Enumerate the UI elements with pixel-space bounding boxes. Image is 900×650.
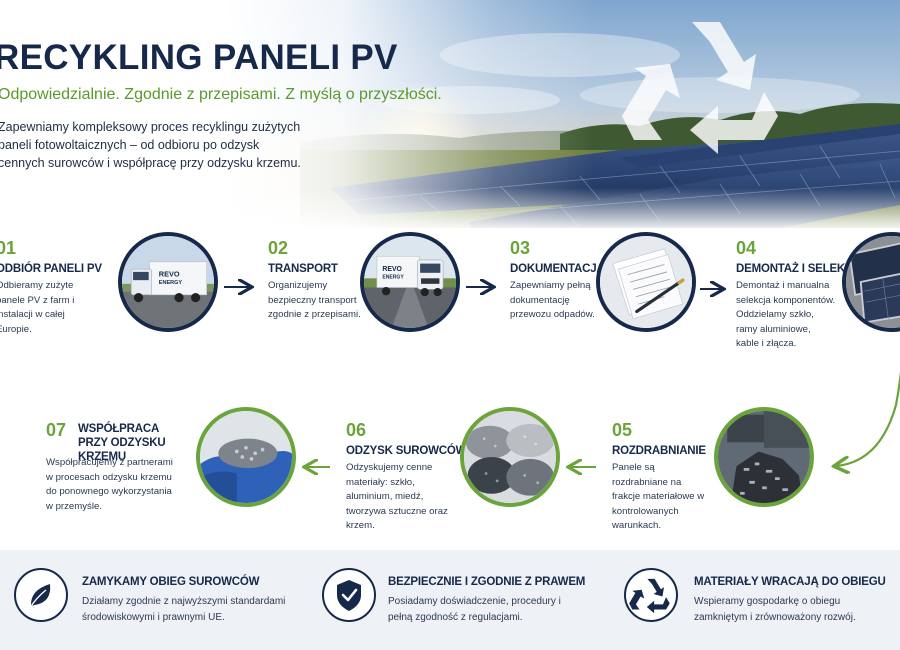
step-06-title: ODZYSK SUROWCÓW — [346, 445, 467, 457]
step-03-documents-image — [596, 232, 696, 332]
step-01-number: 01 — [0, 238, 17, 258]
footer-item-2-text: Posiadamy doświadczenie, procedury i peł… — [388, 596, 561, 623]
footer-item-1-title: ZAMYKAMY OBIEG SUROWCÓW — [82, 576, 260, 588]
truck2-brand-line2: ENERGY — [382, 274, 404, 280]
step-07-silicon-gloved-hand-image — [196, 407, 296, 507]
step-07-number: 07 — [46, 420, 67, 440]
step-03-title: DOKUMENTACJA — [510, 263, 605, 275]
step-06-text: Odzyskujemy cenne materiały: szkło, alum… — [346, 462, 448, 531]
step-02-text: Organizujemy bezpieczny transport zgodni… — [268, 280, 361, 320]
step-06-recovered-materials-image — [460, 407, 560, 507]
step-03-number: 03 — [510, 238, 531, 258]
step-02-number: 02 — [268, 238, 289, 258]
arrow-04-05-curve — [836, 235, 900, 466]
step-05-title: ROZDRABNIANIE — [612, 445, 706, 457]
truck2-brand-line1: REVO — [382, 266, 402, 273]
step-05-shredder-image — [714, 407, 814, 507]
shield-check-icon — [322, 568, 376, 622]
step-07-title: WSPÓŁPRACA PRZY ODZYSKU KRZEMU — [78, 423, 166, 463]
process-connectors — [224, 235, 900, 550]
truck-brand-line2: ENERGY — [159, 280, 183, 286]
step-04-number: 04 — [736, 238, 757, 258]
step-01-truck-image: REVO ENERGY — [118, 232, 218, 332]
step-02-title: TRANSPORT — [268, 263, 338, 275]
page-title: RECYKLING PANELI PV — [0, 38, 398, 77]
leaf-icon — [14, 568, 68, 622]
footer-item-2-title: BEZPIECZNIE I ZGODNIE Z PRAWEM — [388, 576, 586, 588]
footer-item-1-text: Działamy zgodnie z najwyższymi standarda… — [82, 596, 286, 623]
step-06-number: 06 — [346, 420, 367, 440]
recycle-icon — [624, 568, 678, 622]
footer-item-3-text: Wspieramy gospodarkę o obiegu zamkniętym… — [694, 596, 856, 623]
intro-paragraph: Zapewniamy kompleksowy proces recyklingu… — [0, 120, 301, 170]
step-05-text: Panele są rozdrabniane na frakcje materi… — [612, 462, 705, 531]
footer-item-3-title: MATERIAŁY WRACAJĄ DO OBIEGU — [694, 576, 886, 588]
hero-bottom-fade-overlay — [0, 188, 900, 232]
step-07-text: Współpracujemy z partnerami w procesach … — [46, 457, 173, 512]
page-subtitle: Odpowiedzialnie. Zgodnie z przepisami. Z… — [0, 86, 442, 103]
step-01-title: ODBIÓR PANELI PV — [0, 263, 102, 275]
step-03-text: Zapewniamy pełną dokumentację przewozu o… — [510, 280, 595, 320]
step-02-truck-road-image: REVO ENERGY — [360, 232, 460, 332]
step-04-text: Demontaż i manualna selekcja komponentów… — [736, 280, 836, 349]
step-01-text: Odbieramy zużyte panele PV z farm i inst… — [0, 280, 75, 335]
step-05-number: 05 — [612, 420, 633, 440]
footer-benefits-band: ZAMYKAMY OBIEG SUROWCÓW Działamy zgodnie… — [0, 550, 900, 650]
step-04-title: DEMONTAŻ I SELEKCJA — [736, 263, 868, 275]
truck-brand-line1: REVO — [159, 269, 180, 278]
